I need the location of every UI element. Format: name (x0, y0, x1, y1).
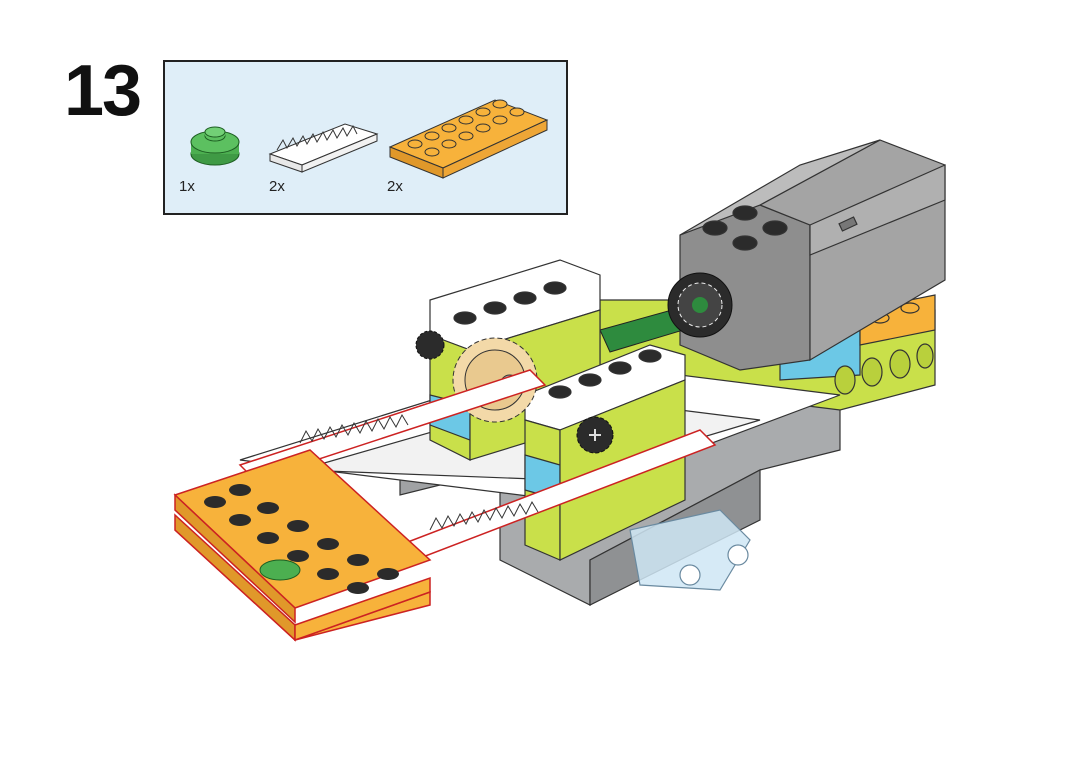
black-gear-motor (667, 272, 733, 338)
black-gear-small (415, 330, 614, 454)
parts-list-panel: 1x 2x 2x (163, 60, 568, 215)
orange-plate-bottom (174, 513, 431, 642)
orange-plate-icon (388, 99, 549, 179)
step-number: 13 (64, 51, 142, 131)
quantity-green-round-plate: 1x (179, 178, 195, 195)
motor-studs (702, 205, 788, 251)
green-round-plate-placed (259, 559, 301, 581)
parts-illustrations (190, 99, 549, 179)
translucent-connector (629, 509, 751, 591)
green-round-plate-icon (190, 126, 240, 166)
quantity-orange-plate: 2x (387, 178, 403, 195)
quantity-white-gear-rack: 2x (269, 178, 285, 195)
orange-plate-top (173, 449, 432, 624)
white-gear-rack-icon (268, 123, 379, 173)
